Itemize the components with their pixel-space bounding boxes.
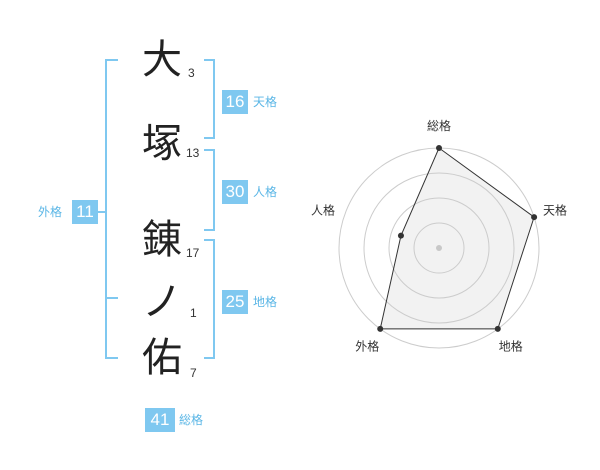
radar-center-dot — [436, 245, 442, 251]
name-char-5: 佑 — [142, 335, 182, 381]
tenkaku-value-badge: 16 — [222, 90, 248, 114]
radar-axis-label-5: 人格 — [311, 202, 335, 217]
chikaku-bracket — [204, 239, 215, 359]
radar-ring-2 — [388, 197, 490, 299]
soukaku-label: 総格 — [179, 413, 204, 427]
stroke-count-2: 13 — [186, 146, 200, 160]
radar-area-fill — [380, 148, 535, 329]
radar-point-5 — [397, 232, 404, 239]
jinkaku-bracket — [204, 149, 215, 231]
gaikaku-label: 外格 — [38, 205, 63, 219]
gaikaku-value-badge: 11 — [72, 200, 98, 224]
tenkaku-bracket — [204, 59, 215, 139]
radar-axis-label-2: 天格 — [543, 202, 567, 217]
stroke-count-4: 1 — [190, 306, 197, 320]
name-char-1: 大 — [142, 37, 182, 83]
radar-ring-3 — [363, 172, 515, 324]
radar-point-3 — [494, 325, 501, 332]
radar-axis-label-1: 総格 — [427, 118, 451, 133]
radar-axis-label-4: 外格 — [355, 339, 379, 354]
jinkaku-value-badge: 30 — [222, 180, 248, 204]
radar-point-2 — [531, 214, 538, 221]
gaikaku-bracket — [105, 59, 118, 359]
radar-area-outline — [379, 147, 535, 330]
stroke-count-1: 3 — [188, 66, 195, 80]
radar-axis-label-3: 地格 — [499, 339, 523, 354]
radar-point-1 — [436, 145, 442, 151]
chikaku-value-badge: 25 — [222, 290, 248, 314]
chikaku-label: 地格 — [253, 295, 278, 309]
tenkaku-label: 天格 — [253, 95, 278, 109]
radar-ring-1 — [413, 222, 465, 274]
name-char-3: 錬 — [142, 217, 182, 263]
jinkaku-label: 人格 — [253, 185, 278, 199]
stroke-count-3: 17 — [186, 246, 200, 260]
soukaku-value-badge: 41 — [145, 408, 175, 432]
name-char-4: ノ — [142, 279, 182, 325]
name-char-2: 塚 — [142, 121, 182, 167]
stroke-count-5: 7 — [190, 366, 197, 380]
radar-point-4 — [377, 325, 384, 332]
